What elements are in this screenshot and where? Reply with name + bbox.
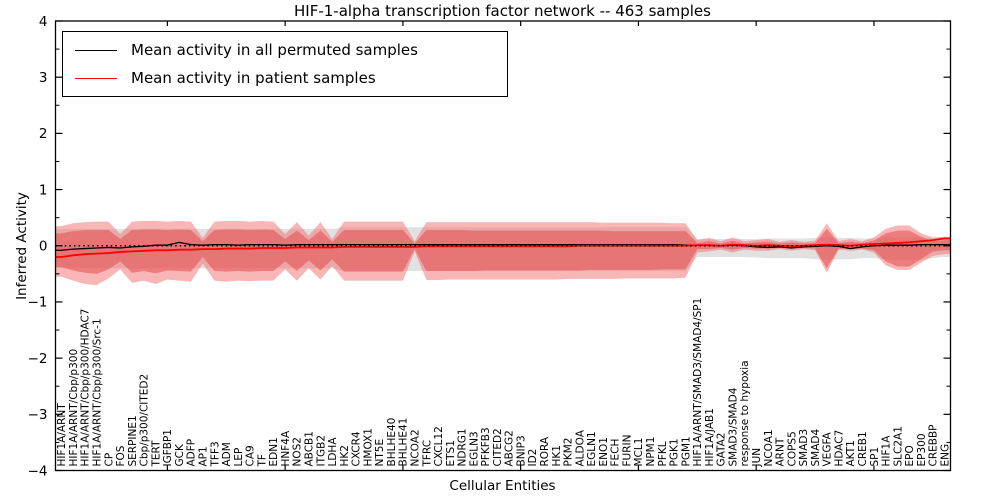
y-tick-label: 3 [39, 70, 48, 86]
patient-inner-band-band [55, 228, 951, 274]
x-tick-label: IGFBP1 [162, 429, 174, 467]
x-tick-label: NPM1 [645, 437, 657, 467]
x-tick-label: CP [103, 453, 115, 467]
x-tick-label: PFKL [657, 441, 669, 466]
x-tick-label: HIF1A/JAB1 [704, 408, 716, 466]
x-tick-label: ADFP [186, 439, 198, 467]
x-tick-label: HMOX1 [362, 428, 374, 466]
x-tick-label: HDAC7 [833, 430, 845, 467]
x-tick-label: NCOA2 [409, 429, 421, 466]
x-tick-label: AP1 [198, 446, 210, 466]
x-tick-label: SMAD4 [810, 429, 822, 467]
x-tick-label: TFF3 [209, 441, 221, 467]
x-tick-label: SERPINE1 [127, 415, 139, 466]
y-tick-label: 0 [39, 239, 48, 255]
chart-title: HIF-1-alpha transcription factor network… [294, 2, 711, 20]
x-tick-label: EGLN1 [586, 431, 598, 466]
x-tick-label: CITED2 [492, 428, 504, 466]
y-tick-label: −3 [28, 407, 48, 423]
x-tick-label: NOS2 [292, 437, 304, 466]
x-tick-label: Cbp/p300/CITED2 [139, 374, 151, 467]
x-tick-label: BNIP3 [515, 435, 527, 466]
x-tick-label: ENO1 [598, 437, 610, 466]
y-tick-label: 2 [39, 126, 48, 142]
x-tick-label: FECH [610, 439, 622, 467]
x-tick-label: VEGFA [822, 431, 834, 466]
x-tick-label: FOS [115, 445, 127, 466]
x-tick-label: AKT1 [845, 440, 857, 466]
x-tick-label: HIF1A/ARNT/Cbp/p300 [68, 349, 80, 467]
x-tick-label: CXCR4 [351, 431, 363, 466]
x-tick-label: LDHA [327, 437, 339, 467]
x-tick-label: RORA [539, 436, 551, 466]
x-tick-label: EP300 [916, 433, 928, 466]
y-tick-label: −1 [28, 295, 48, 311]
x-tick-label: SP1 [869, 447, 881, 467]
y-axis-title: Inferred Activity [14, 192, 30, 300]
x-tick-label: JUN [751, 448, 763, 468]
x-tick-label: EPO [904, 445, 916, 466]
legend-label-patient: Mean activity in patient samples [131, 69, 376, 87]
legend-entry-permuted: Mean activity in all permuted samples [63, 36, 507, 64]
permuted-line-swatch [75, 49, 117, 51]
x-tick-label: COPS5 [786, 431, 798, 466]
y-tick-label: 1 [39, 182, 48, 198]
legend-entry-patient: Mean activity in patient samples [63, 64, 507, 92]
permuted-mean-line [55, 241, 951, 251]
x-tick-label: MCL1 [633, 438, 645, 467]
x-tick-label: HIF1A [881, 435, 893, 467]
x-tick-label: TERT [150, 440, 162, 468]
x-tick-label: CA9 [245, 445, 257, 466]
y-tick-label: −2 [28, 351, 48, 367]
x-tick-label: HIF1A/ARNT [56, 403, 68, 467]
x-tick-label: ALDOA [574, 429, 586, 466]
x-tick-label: NCOA1 [763, 429, 775, 466]
x-tick-label: PFKFB3 [480, 427, 492, 466]
x-tick-label: ABCG2 [504, 430, 516, 466]
x-tick-label: ENG [939, 444, 951, 467]
y-tick-label: −4 [28, 463, 48, 479]
patient-line-swatch [75, 77, 117, 79]
x-tick-label: ITGB2 [315, 435, 327, 467]
x-tick-label: NT5E [374, 439, 386, 467]
x-tick-label: HIF1A/ARNT/Cbp/p300/HDAC7 [80, 309, 92, 467]
x-tick-label: CREBBP [928, 425, 940, 467]
x-tick-label: response to hypoxia [739, 360, 751, 466]
x-tick-label: HIF1A/ARNT/SMAD3/SMAD4/SP1 [692, 298, 704, 467]
x-tick-label: HK1 [551, 445, 563, 466]
x-tick-label: ETS1 [445, 440, 457, 466]
x-tick-label: GCK [174, 443, 186, 466]
x-tick-label: BHLHE40 [386, 418, 398, 467]
x-tick-label: HNF4A [280, 430, 292, 466]
x-tick-label: ARNT [775, 437, 787, 466]
x-tick-label: TF [256, 454, 268, 467]
x-tick-label: PGM1 [680, 436, 692, 466]
x-tick-label: SMAD3/SMAD4 [727, 387, 739, 466]
x-tick-label: CREB1 [857, 431, 869, 466]
x-tick-label: ADM [221, 442, 233, 466]
legend: Mean activity in all permuted samples Me… [62, 31, 508, 97]
x-tick-label: TFRC [421, 440, 433, 468]
x-tick-label: HIF1A/ARNT/Cbp/p300/Src-1 [92, 318, 104, 466]
x-tick-label: CXCL12 [433, 426, 445, 466]
x-axis-title: Cellular Entities [449, 478, 556, 494]
x-tick-label: SMAD3 [798, 429, 810, 467]
x-tick-label: LEP [233, 448, 245, 467]
y-tick-label: 4 [39, 14, 48, 30]
x-tick-label: HK2 [339, 445, 351, 466]
x-tick-label: PKM2 [563, 438, 575, 467]
legend-label-permuted: Mean activity in all permuted samples [131, 41, 418, 59]
x-tick-label: GATA2 [716, 433, 728, 467]
x-tick-label: ABCB1 [303, 431, 315, 466]
x-tick-label: PGK1 [669, 438, 681, 466]
x-tick-label: EGLN3 [468, 431, 480, 466]
x-tick-label: BHLHE41 [398, 418, 410, 467]
x-tick-label: EDN1 [268, 437, 280, 466]
x-tick-label: NDRG1 [457, 428, 469, 466]
x-tick-label: SLC2A1 [892, 426, 904, 466]
x-tick-label: ID2 [527, 449, 539, 467]
x-tick-label: FURIN [621, 435, 633, 467]
